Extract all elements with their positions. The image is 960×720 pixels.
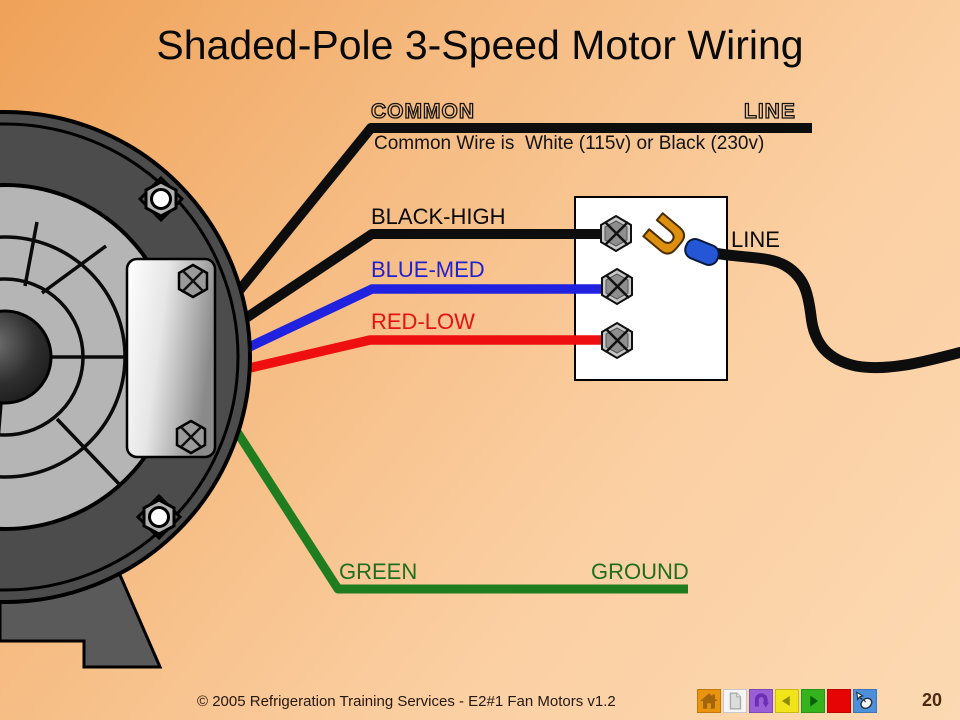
ground-label: GROUND [591, 559, 689, 584]
motor-face-arc-outer [0, 235, 127, 479]
housing-bolt-top [137, 175, 185, 223]
home-icon [700, 693, 718, 709]
motor-spokes [0, 221, 125, 487]
slide-title: Shaded-Pole 3-Speed Motor Wiring [156, 22, 804, 68]
green-label: GREEN [339, 559, 418, 584]
common-note: Common Wire is White (115v) or Black (23… [374, 133, 765, 154]
motor [0, 110, 252, 604]
red-low-wire [239, 335, 613, 375]
line-label: LINE [731, 227, 780, 252]
common-label: COMMON [370, 100, 475, 123]
u-turn-icon [754, 693, 769, 708]
black-high-wire [240, 229, 614, 325]
motor-shell-ring-line [0, 122, 240, 592]
black-high-label: BLACK-HIGH [371, 204, 506, 229]
mouse-click-icon [856, 691, 873, 709]
forward-arrow-icon [810, 695, 819, 707]
housing-bolt-bottom [135, 493, 183, 541]
footer-copyright: © 2005 Refrigeration Training Services -… [197, 693, 616, 710]
nav-back-button[interactable] [775, 689, 799, 713]
document-icon [729, 692, 742, 710]
nameplate-screw-bottom [175, 419, 207, 455]
green-ground-wire [228, 421, 688, 594]
stop-blank-icon [828, 690, 850, 712]
blue-med-label: BLUE-MED [371, 257, 485, 282]
nav-uturn-button[interactable] [749, 689, 773, 713]
nav-document-button[interactable] [723, 689, 747, 713]
page-number: 20 [922, 690, 943, 710]
back-arrow-icon [781, 695, 790, 707]
terminal-screw-high [600, 214, 632, 253]
fork-connector [642, 212, 686, 255]
motor-face-arc-inner [0, 277, 85, 437]
nav-home-button[interactable] [697, 689, 721, 713]
blue-med-wire [240, 284, 613, 355]
nav-forward-button[interactable] [801, 689, 825, 713]
nav-toolbar [697, 689, 877, 713]
nameplate-screw-top [177, 263, 209, 299]
nav-mouse-button[interactable] [853, 689, 877, 713]
terminal-screw-low [601, 321, 633, 360]
terminal-screw-med [601, 267, 633, 306]
common-wire [234, 123, 812, 296]
line-top-label: LINE [743, 100, 796, 123]
line-wire [697, 245, 960, 374]
motor-hub [0, 309, 53, 405]
red-low-label: RED-LOW [371, 309, 475, 334]
motor-nameplate [125, 257, 217, 459]
nav-stop-button[interactable] [827, 689, 851, 713]
connector-insulation [684, 238, 720, 266]
